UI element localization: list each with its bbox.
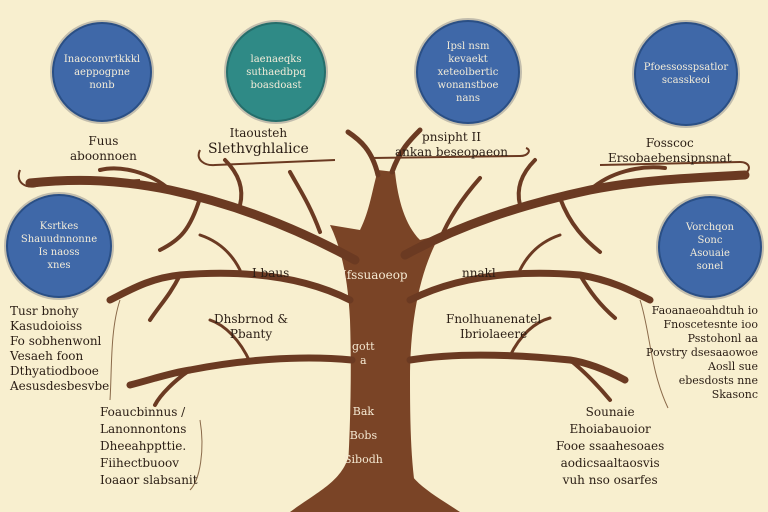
list-item: Faoanaeoahdtuh io	[651, 304, 758, 317]
label-top-center-right: pnsipht II ankan beseopaeon	[395, 130, 508, 160]
label-top-center-left: Itaousteh Slethvghlalice	[208, 126, 309, 157]
circle-text: aeppogpne	[74, 66, 130, 78]
label-top-left: Fuus aboonnoen	[70, 134, 137, 164]
circle-text: suthaedbpq	[246, 66, 306, 78]
list-item: aodicsaaltaosvis	[560, 456, 660, 470]
label-line: ankan beseopaeon	[395, 145, 509, 159]
circle-text: Sonc	[697, 235, 723, 246]
list-left: Tusr bnohy Kasudoioiss Fo sobhenwonl Ves…	[10, 304, 109, 394]
circle-text: sonel	[696, 261, 724, 272]
list-item: Kasudoioiss	[10, 319, 83, 333]
label-line: Ifssuaoeop	[342, 268, 408, 282]
connector-lines	[109, 299, 669, 491]
label-line: aboonnoen	[70, 149, 137, 163]
list-item: Sounaie	[585, 405, 635, 419]
circle-top-1: Inaoconvrtkkkl aeppogpne nonb	[52, 22, 152, 122]
label-line: gott	[352, 340, 375, 353]
label-line: Ersobaebensipnsnat	[608, 151, 732, 165]
circle-text: Vorchqon	[685, 222, 734, 233]
list-item: Foaucbinnus /	[100, 405, 186, 419]
circle-text: nans	[456, 92, 480, 104]
circle-text: boasdoast	[250, 79, 302, 91]
circle-text: nonb	[89, 79, 115, 91]
label-line: Slethvghlalice	[208, 141, 309, 157]
circle-text: Ksrtkes	[39, 221, 79, 232]
label-line: Itaousteh	[229, 126, 288, 140]
list-item: Ioaaor slabsanit	[100, 473, 198, 487]
circle-text: Inaoconvrtkkkl	[63, 53, 141, 65]
circle-text: Pfoessosspsatlor	[643, 62, 729, 73]
label-line: Ibriolaeere	[459, 327, 528, 341]
circle-text: kevaekt	[448, 53, 488, 65]
label-line: Bobs	[349, 429, 378, 442]
tree-branches	[25, 127, 750, 407]
list-item: Fooe ssaahesoaes	[556, 439, 665, 453]
list-item: Tusr bnohy	[10, 304, 79, 318]
circle-top-3: Ipsl nsm kevaekt xeteolbertic wonanstboe…	[416, 20, 520, 124]
label-trunk-top: Ifssuaoeop	[342, 268, 408, 283]
label-mid-right-b: Fnolhuanenatel Ibriolaeere	[446, 312, 541, 342]
list-item: Lanonnontons	[100, 422, 187, 436]
circle-text: Shauudnnonne	[20, 234, 98, 245]
label-line: nnakl	[462, 266, 496, 280]
list-item: Ehoiabauoior	[569, 422, 651, 436]
label-mid-left-b: Dhsbrnod & Pbanty	[214, 312, 288, 342]
list-bottom-right: Sounaie Ehoiabauoior Fooe ssaahesoaes ao…	[556, 404, 664, 489]
circle-top-4: Pfoessosspsatlor scasskeoi	[634, 22, 738, 126]
list-item: Aesusdesbesvbe	[10, 379, 110, 393]
circle-text: Ipsl nsm	[446, 40, 490, 52]
circle-text: xnes	[47, 260, 71, 271]
list-item: Dthyatiodbooe	[10, 364, 99, 378]
circle-text: xeteolbertic	[437, 66, 499, 78]
list-bottom-left: Foaucbinnus / Lanonnontons Dheeahppttie.…	[100, 404, 198, 489]
label-line: Fuus	[88, 134, 119, 148]
list-item: ebesdosts nne	[678, 374, 758, 387]
circle-left: Ksrtkes Shauudnnonne Is naoss xnes	[6, 194, 112, 298]
label-line: pnsipht II	[422, 130, 481, 144]
circle-right: Vorchqon Sonc Asouaie sonel	[658, 196, 762, 298]
list-item: Skasonc	[711, 388, 758, 401]
list-item: Fo sobhenwonl	[10, 334, 102, 348]
label-top-right: Fosscoc Ersobaebensipnsnat	[608, 136, 732, 166]
circle-text: scasskeoi	[661, 75, 711, 86]
label-line: I baus	[252, 266, 290, 280]
label-line: Pbanty	[229, 327, 273, 341]
label-line: Fosscoc	[645, 136, 694, 150]
list-item: Vesaeh foon	[10, 349, 84, 363]
list-item: vuh nso osarfes	[562, 473, 658, 487]
list-item: Fiihectbuoov	[100, 456, 180, 470]
label-line: Bak	[352, 405, 375, 418]
label-line: Dhsbrnod &	[214, 312, 289, 326]
list-right: Faoanaeoahdtuh io Fnoscetesnte ioo Pssto…	[646, 304, 758, 402]
circle-text: laenaeqks	[250, 53, 302, 65]
list-item: Aosll sue	[708, 360, 758, 373]
list-item: Povstry dsesaaowoe	[646, 346, 758, 359]
label-mid-right-a: nnakl	[462, 266, 496, 281]
label-mid-left-a: I baus	[252, 266, 289, 281]
list-item: Dheeahppttie.	[100, 439, 187, 453]
label-ribbons	[17, 147, 750, 188]
label-line: Fnolhuanenatel	[446, 312, 542, 326]
label-line: Sibodh	[344, 453, 383, 466]
circle-text: Is naoss	[38, 247, 80, 258]
label-trunk-mid: gott a	[352, 340, 375, 368]
label-line: a	[359, 354, 367, 367]
label-trunk-low: Bak Bobs Sibodh	[344, 400, 383, 472]
circle-top-2: laenaeqks suthaedbpq boasdoast	[226, 22, 326, 122]
list-item: Psstohonl aa	[687, 332, 758, 345]
circle-text: Asouaie	[690, 248, 730, 259]
list-item: Fnoscetesnte ioo	[663, 318, 758, 331]
circle-text: wonanstboe	[437, 79, 499, 91]
